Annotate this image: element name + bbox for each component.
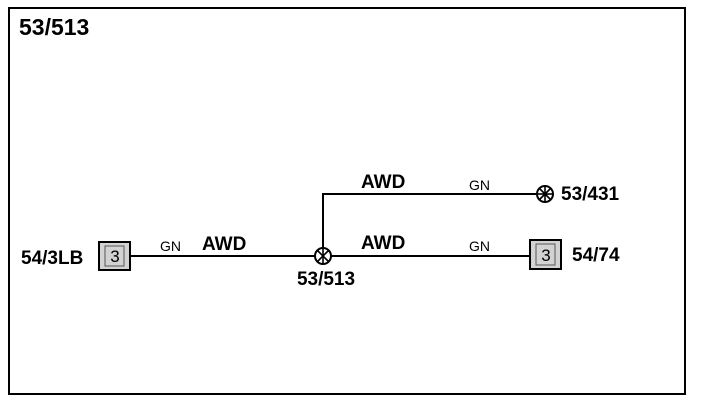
wire-upper-color: GN <box>469 177 490 193</box>
connector-left-label: 54/3LB <box>21 248 83 269</box>
connector-right-label: 54/74 <box>572 245 620 266</box>
diagram-frame <box>8 7 686 395</box>
wire-lower-color: GN <box>469 238 490 254</box>
wire-lower-signal: AWD <box>361 233 405 254</box>
connector-left: 3 <box>98 241 131 271</box>
wire-left-color: GN <box>160 238 181 254</box>
splice-icon <box>314 247 332 265</box>
diagram-title: 53/513 <box>19 14 90 40</box>
connector-left-pin: 3 <box>110 247 119 266</box>
splice-label: 53/513 <box>297 269 355 290</box>
ground-point-label: 53/431 <box>561 184 620 205</box>
connector-right: 3 <box>529 239 562 270</box>
ground-point-icon <box>536 185 554 203</box>
wire-upper-signal: AWD <box>361 172 405 193</box>
connector-right-pin: 3 <box>541 246 550 265</box>
wire-left-signal: AWD <box>202 234 246 255</box>
